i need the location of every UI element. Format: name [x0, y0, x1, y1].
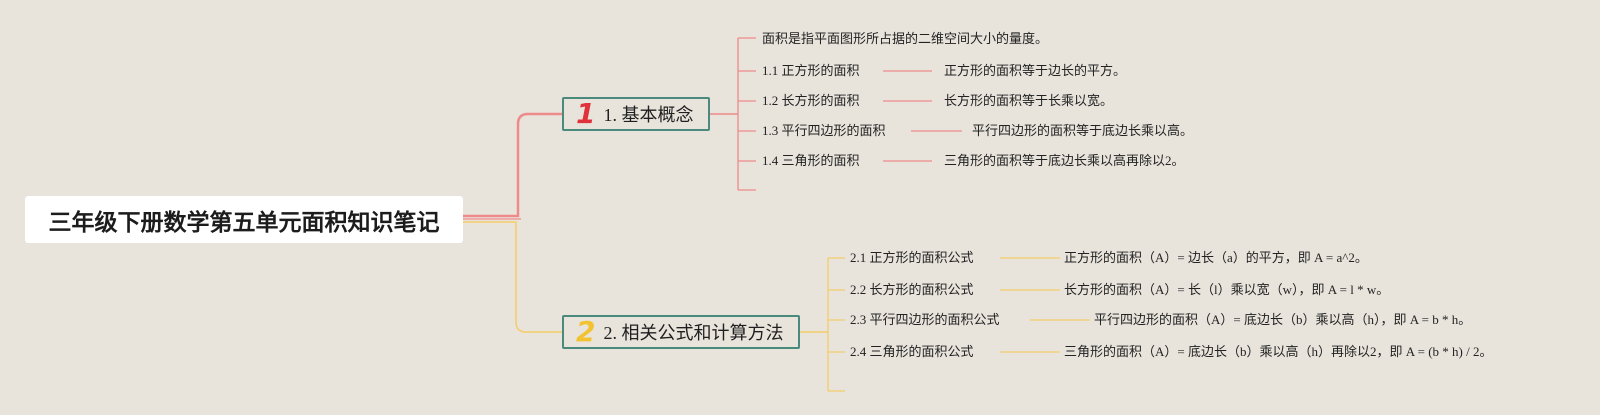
subtopic-triangle-area[interactable]: 1.4 三角形的面积: [762, 153, 860, 168]
subtopic-parallelogram-formula[interactable]: 2.3 平行四边形的面积公式: [850, 312, 1000, 327]
branch-basic-concepts[interactable]: 1 1. 基本概念: [562, 97, 710, 131]
root-topic[interactable]: 三年级下册数学第五单元面积知识笔记: [25, 196, 463, 243]
subtopic-square-formula[interactable]: 2.1 正方形的面积公式: [850, 250, 974, 265]
number-one-icon: 1: [576, 97, 596, 130]
subtopic-square-area[interactable]: 1.1 正方形的面积: [762, 63, 860, 78]
intro-topic[interactable]: 面积是指平面图形所占据的二维空间大小的量度。: [762, 31, 1049, 46]
branch2-connectors: [463, 221, 1090, 392]
branch1-connectors: [463, 37, 962, 220]
subtopic-parallelogram-area[interactable]: 1.3 平行四边形的面积: [762, 123, 886, 138]
desc-triangle-formula[interactable]: 三角形的面积（A）= 底边长（b）乘以高（h）再除以2，即 A = (b * h…: [1064, 344, 1493, 359]
desc-rectangle-formula[interactable]: 长方形的面积（A）= 长（l）乘以宽（w），即 A = l * w。: [1064, 282, 1390, 297]
subtopic-triangle-formula[interactable]: 2.4 三角形的面积公式: [850, 344, 974, 359]
branch-label: 1. 基本概念: [603, 105, 694, 125]
number-two-icon: 2: [576, 315, 596, 348]
subtopic-rectangle-formula[interactable]: 2.2 长方形的面积公式: [850, 282, 974, 297]
branch-formulas[interactable]: 2 2. 相关公式和计算方法: [562, 315, 800, 349]
desc-square-area[interactable]: 正方形的面积等于边长的平方。: [944, 63, 1127, 78]
desc-parallelogram-area[interactable]: 平行四边形的面积等于底边长乘以高。: [972, 123, 1194, 138]
desc-square-formula[interactable]: 正方形的面积（A）= 边长（a）的平方，即 A = a^2。: [1064, 250, 1368, 265]
desc-parallelogram-formula[interactable]: 平行四边形的面积（A）= 底边长（b）乘以高（h），即 A = b * h。: [1094, 312, 1472, 327]
subtopic-rectangle-area[interactable]: 1.2 长方形的面积: [762, 93, 860, 108]
desc-triangle-area[interactable]: 三角形的面积等于底边长乘以高再除以2。: [944, 153, 1185, 168]
branch-label: 2. 相关公式和计算方法: [603, 323, 784, 343]
desc-rectangle-area[interactable]: 长方形的面积等于长乘以宽。: [944, 93, 1114, 108]
